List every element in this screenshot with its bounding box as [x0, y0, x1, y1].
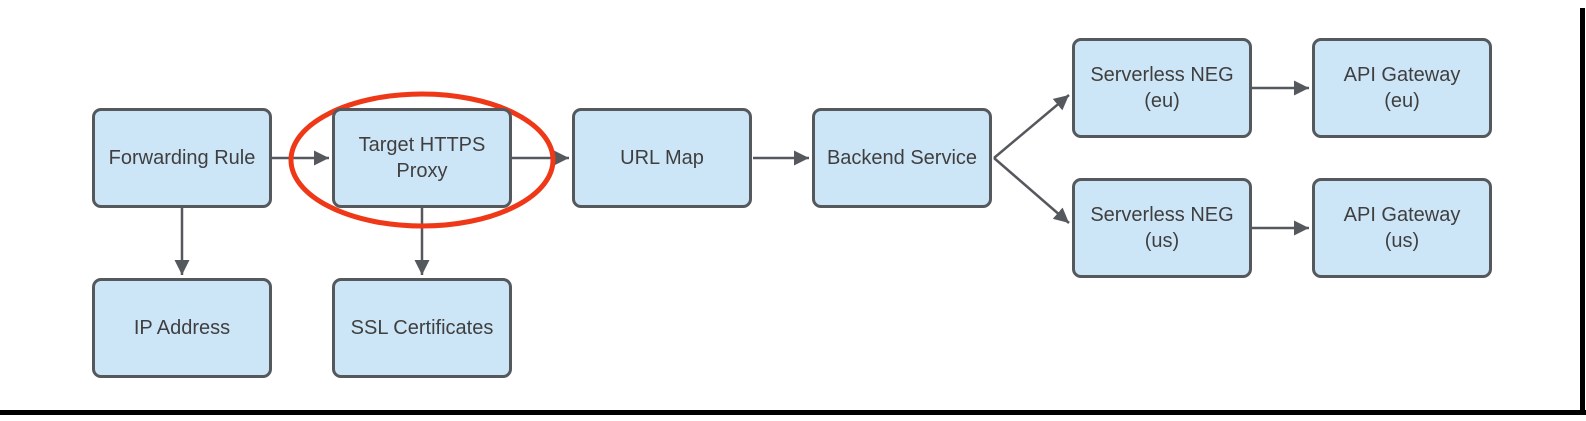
frame-border-right: [1580, 8, 1585, 415]
node-backend-service-label: Backend Service: [826, 147, 978, 169]
node-forwarding-rule-label: Forwarding Rule: [108, 147, 256, 169]
edge-backend-service-to-serverless-neg-us: [993, 157, 1070, 224]
node-forwarding-rule: Forwarding Rule: [92, 108, 272, 208]
edge-backend-service-to-serverless-neg-eu: [993, 94, 1070, 159]
node-target-https-proxy-label: Target HTTPS Proxy: [358, 134, 486, 182]
node-api-gateway-eu-label: API Gateway (eu): [1343, 64, 1461, 112]
node-serverless-neg-eu-label: Serverless NEG (eu): [1090, 64, 1234, 112]
node-target-https-proxy: Target HTTPS Proxy: [332, 108, 512, 208]
node-api-gateway-eu: API Gateway (eu): [1312, 38, 1492, 138]
node-serverless-neg-us: Serverless NEG (us): [1072, 178, 1252, 278]
node-ssl-certificates-label: SSL Certificates: [350, 317, 494, 339]
node-serverless-neg-eu: Serverless NEG (eu): [1072, 38, 1252, 138]
node-url-map-label: URL Map: [620, 147, 704, 169]
node-api-gateway-us: API Gateway (us): [1312, 178, 1492, 278]
frame-border-bottom: [0, 410, 1586, 415]
node-ip-address: IP Address: [92, 278, 272, 378]
node-api-gateway-us-label: API Gateway (us): [1343, 204, 1461, 252]
node-backend-service: Backend Service: [812, 108, 992, 208]
node-serverless-neg-us-label: Serverless NEG (us): [1090, 204, 1234, 252]
node-ip-address-label: IP Address: [133, 317, 231, 339]
node-ssl-certificates: SSL Certificates: [332, 278, 512, 378]
node-url-map: URL Map: [572, 108, 752, 208]
